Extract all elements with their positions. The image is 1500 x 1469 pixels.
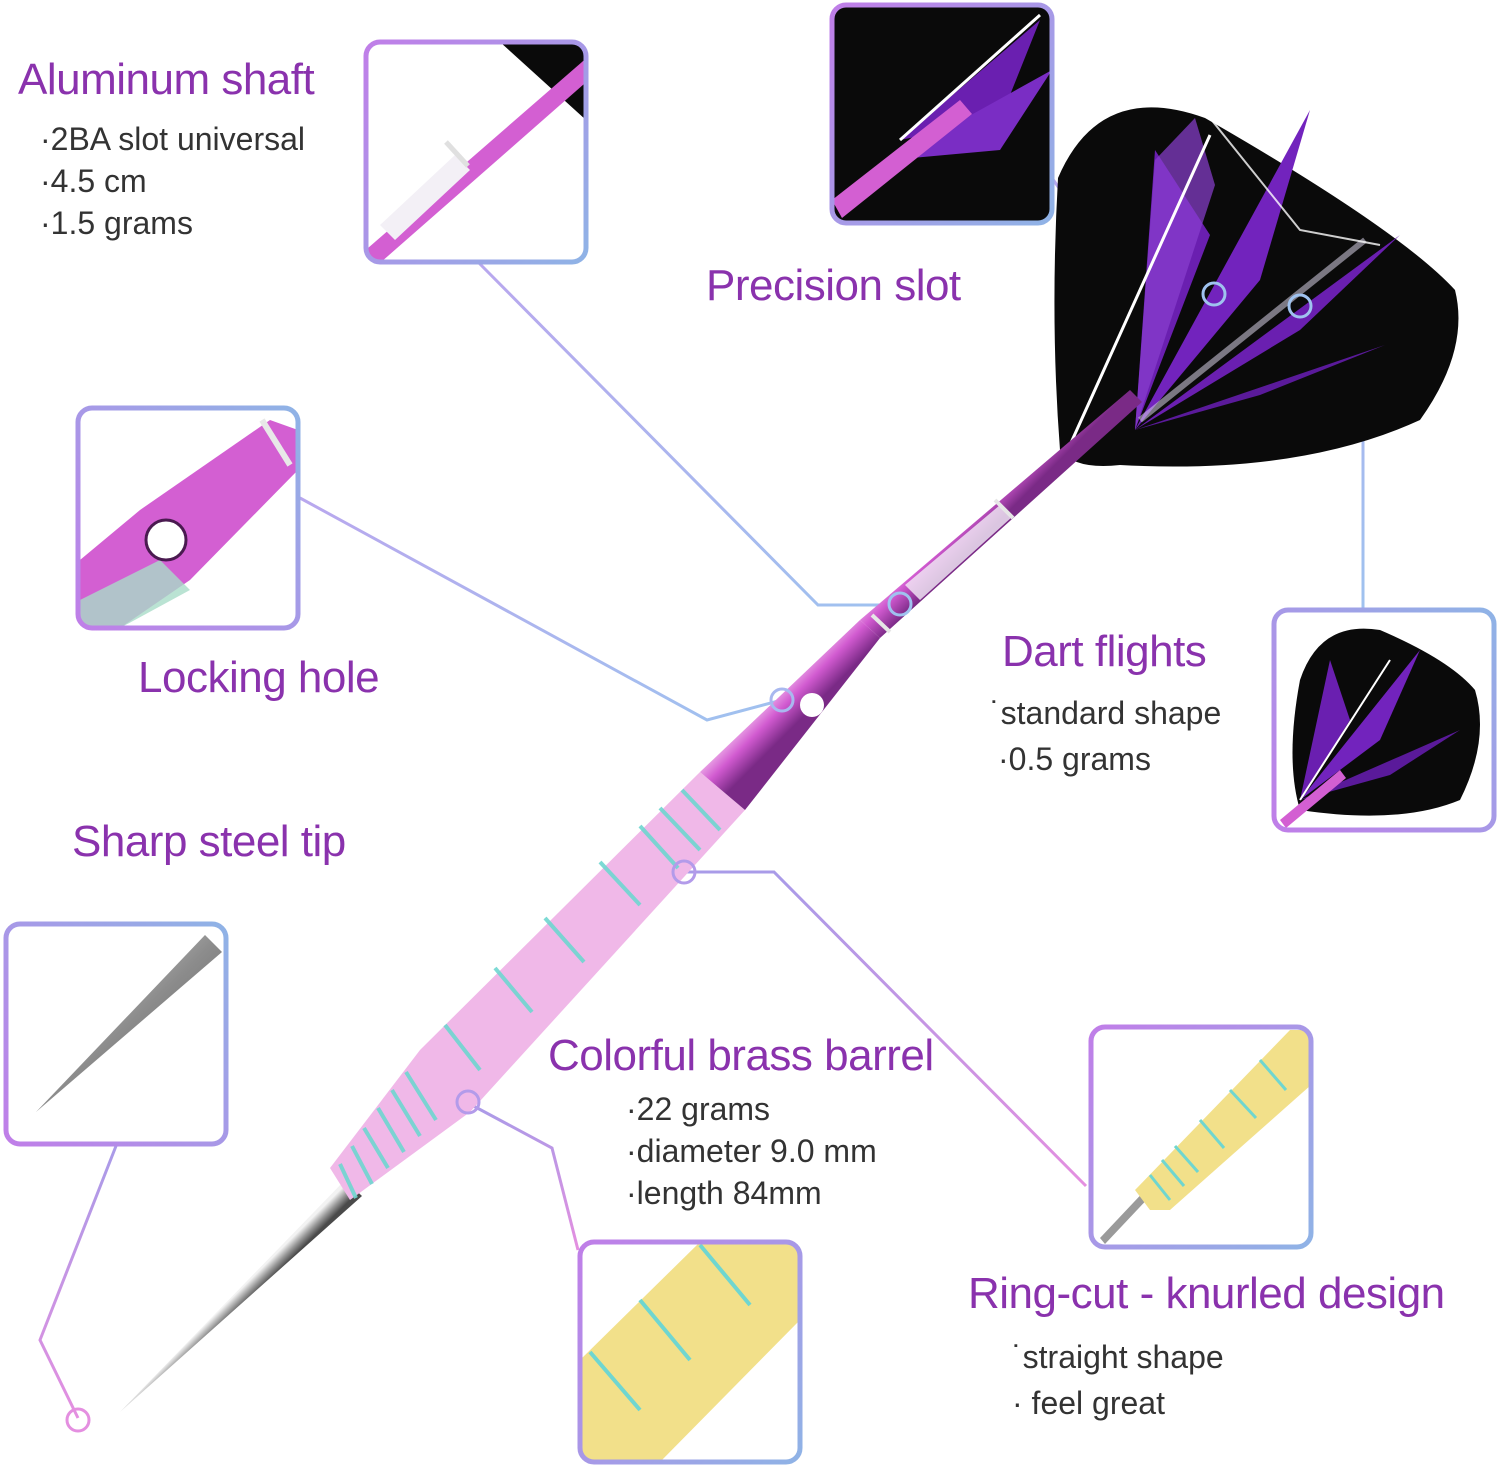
marker-dart-flights (1287, 293, 1313, 319)
barrel-rings (338, 788, 722, 1199)
ring-cut-heading: Ring-cut - knurled design (968, 1269, 1445, 1318)
locking-hole-mark (800, 693, 824, 717)
leader-ring-cut (684, 870, 1088, 1188)
marker-precision-slot (1201, 281, 1227, 307)
leader-aluminum-shaft (476, 260, 900, 607)
barrel-heading: Colorful brass barrel (548, 1031, 934, 1080)
callout-locking-hole-zoom (75, 405, 301, 631)
ring-cut-specs: ˙straight shape · feel great (1012, 1334, 1224, 1426)
callout-steel-tip-zoom (3, 921, 229, 1147)
aluminum-shaft-specs: ·2BA slot universal ·4.5 cm ·1.5 grams (40, 118, 305, 244)
dart-flight (1054, 107, 1459, 467)
locking-hole-heading: Locking hole (138, 653, 380, 702)
marker-aluminum-shaft (887, 591, 913, 617)
dart-body (120, 390, 1142, 1412)
leader-locking-hole (299, 496, 783, 722)
aluminum-shaft-heading: Aluminum shaft (18, 55, 315, 104)
callout-precision-slot-zoom (829, 2, 1055, 226)
dart-flights-specs: ˙standard shape ·0.5 grams (990, 690, 1221, 782)
leader-barrel (465, 1100, 580, 1251)
marker-barrel (455, 1089, 481, 1115)
spec-item: ·0.5 grams (998, 741, 1151, 777)
precision-slot-heading: Precision slot (706, 261, 961, 310)
spec-item: ·4.5 cm (40, 163, 147, 199)
callout-barrel-zoom (577, 1239, 803, 1465)
spec-item: ˙straight shape (1012, 1339, 1224, 1375)
callout-dart-flights-zoom (1271, 607, 1497, 833)
callout-aluminum-shaft-zoom (363, 39, 589, 265)
spec-item: ˙standard shape (990, 695, 1222, 731)
dart-flights-heading: Dart flights (1002, 627, 1207, 676)
leader-steel-tip (38, 1145, 118, 1419)
steel-tip-heading: Sharp steel tip (72, 817, 346, 866)
spec-item: ·length 84mm (626, 1175, 822, 1211)
spec-item: · feel great (1012, 1385, 1165, 1421)
spec-item: ·diameter 9.0 mm (626, 1133, 877, 1169)
spec-item: ·22 grams (626, 1091, 771, 1127)
marker-circles (65, 281, 1313, 1433)
marker-steel-tip (65, 1407, 91, 1433)
callout-ring-cut-zoom (1088, 1024, 1314, 1250)
spec-item: ·1.5 grams (40, 205, 193, 241)
spec-item: ·2BA slot universal (40, 121, 306, 157)
marker-locking-hole (769, 687, 795, 713)
barrel-specs: ·22 grams ·diameter 9.0 mm ·length 84mm (626, 1088, 877, 1214)
marker-ring-cut (671, 859, 697, 885)
